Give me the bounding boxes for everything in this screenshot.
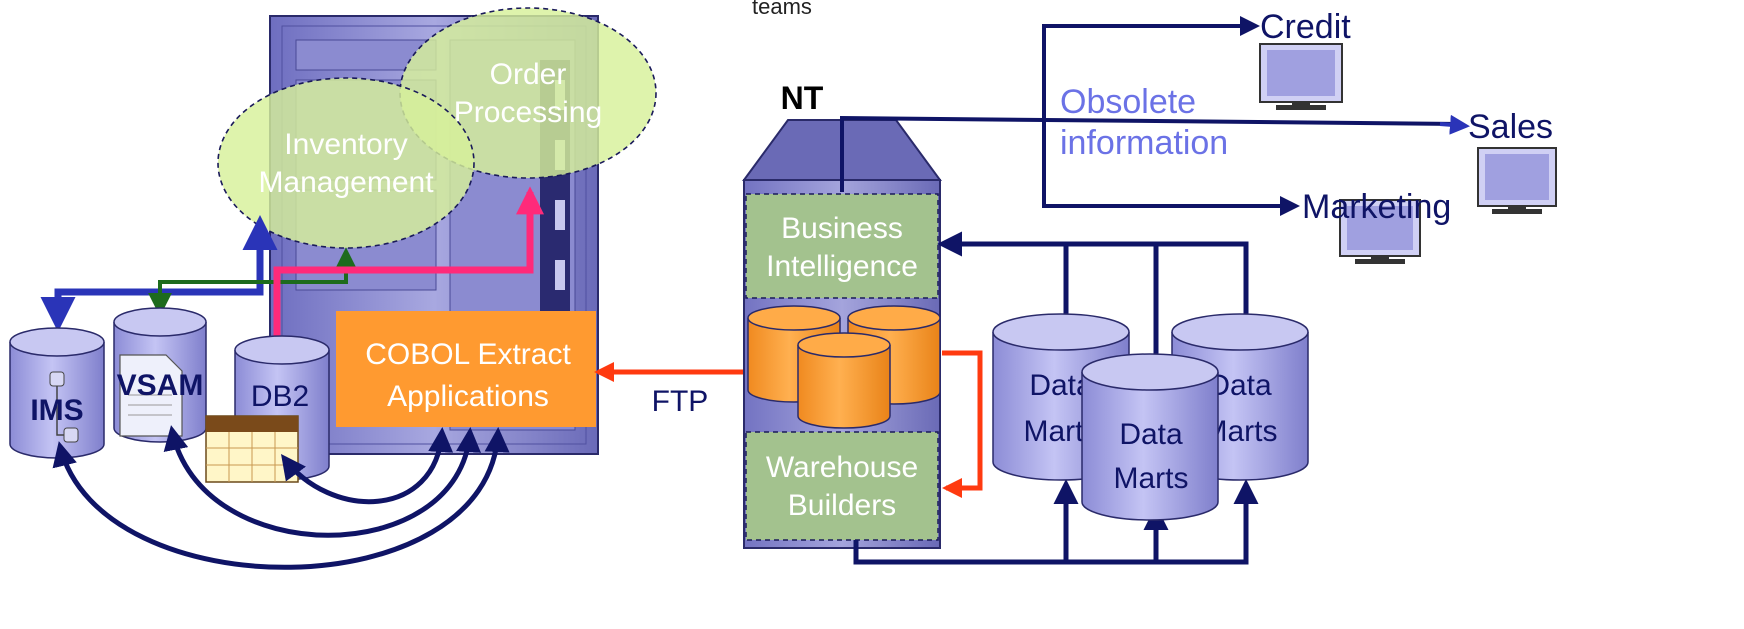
partial-caption: teams	[752, 0, 812, 19]
db2-order-connector	[273, 186, 544, 345]
ims-label: IMS	[30, 394, 83, 427]
vsam-database: VSAM	[113, 307, 207, 443]
data-mart-center: Data Marts	[1081, 353, 1219, 521]
obsolete-line2: information	[1060, 124, 1228, 162]
inventory-management-label-line2: Management	[258, 166, 434, 199]
data-mart-center-line1: Data	[1119, 418, 1183, 451]
order-processing-label-line2: Processing	[454, 96, 602, 129]
table-icon	[205, 415, 299, 483]
ims-database: IMS	[9, 327, 105, 459]
vsam-label: VSAM	[117, 369, 204, 402]
data-marts-to-bi-bus	[937, 231, 1249, 328]
data-mart-right-line1: Data	[1208, 369, 1272, 402]
obsolete-line1: Obsolete	[1060, 83, 1196, 121]
nt-title: NT	[781, 80, 824, 116]
credit-label: Credit	[1260, 8, 1351, 46]
order-processing-label-line1: Order	[490, 58, 567, 91]
bi-label-line2: Intelligence	[766, 250, 918, 283]
marketing-label: Marketing	[1302, 188, 1451, 226]
cobol-label-line1: COBOL Extract	[365, 338, 571, 371]
cobol-label-line2: Applications	[387, 380, 549, 413]
inventory-management-label-line1: Inventory	[284, 128, 407, 161]
warehouse-builders-panel: Warehouse Builders	[745, 431, 939, 541]
warehouse-storage-cylinders	[747, 305, 941, 429]
wb-label-line1: Warehouse	[766, 451, 918, 484]
ftp-label: FTP	[652, 385, 709, 418]
business-intelligence-panel: Business Intelligence	[745, 193, 939, 299]
cobol-db2-arrow	[281, 427, 454, 505]
db2-database: DB2	[205, 335, 330, 483]
obsolete-note: Obsolete information	[1060, 83, 1228, 162]
sales-arrow	[1439, 114, 1470, 135]
wb-to-data-marts-bus	[853, 479, 1259, 565]
cobol-extract-box: COBOL Extract Applications	[336, 311, 596, 427]
db2-label: DB2	[251, 380, 309, 413]
credit-monitor-icon	[1259, 43, 1343, 110]
warehouse-loop-arrow	[942, 350, 983, 498]
sales-monitor-icon	[1477, 147, 1557, 214]
sales-label: Sales	[1468, 108, 1553, 146]
data-mart-center-line2: Marts	[1114, 462, 1189, 495]
cobol-ims-arrow	[52, 427, 510, 570]
bi-label-line1: Business	[781, 212, 903, 245]
distribution-trunk	[1042, 24, 1300, 216]
bi-to-consumers-line	[840, 115, 1461, 192]
wb-label-line2: Builders	[788, 489, 896, 522]
marketing-monitor-icon	[1339, 199, 1421, 264]
inventory-management-ellipse: Inventory Management	[217, 77, 475, 249]
